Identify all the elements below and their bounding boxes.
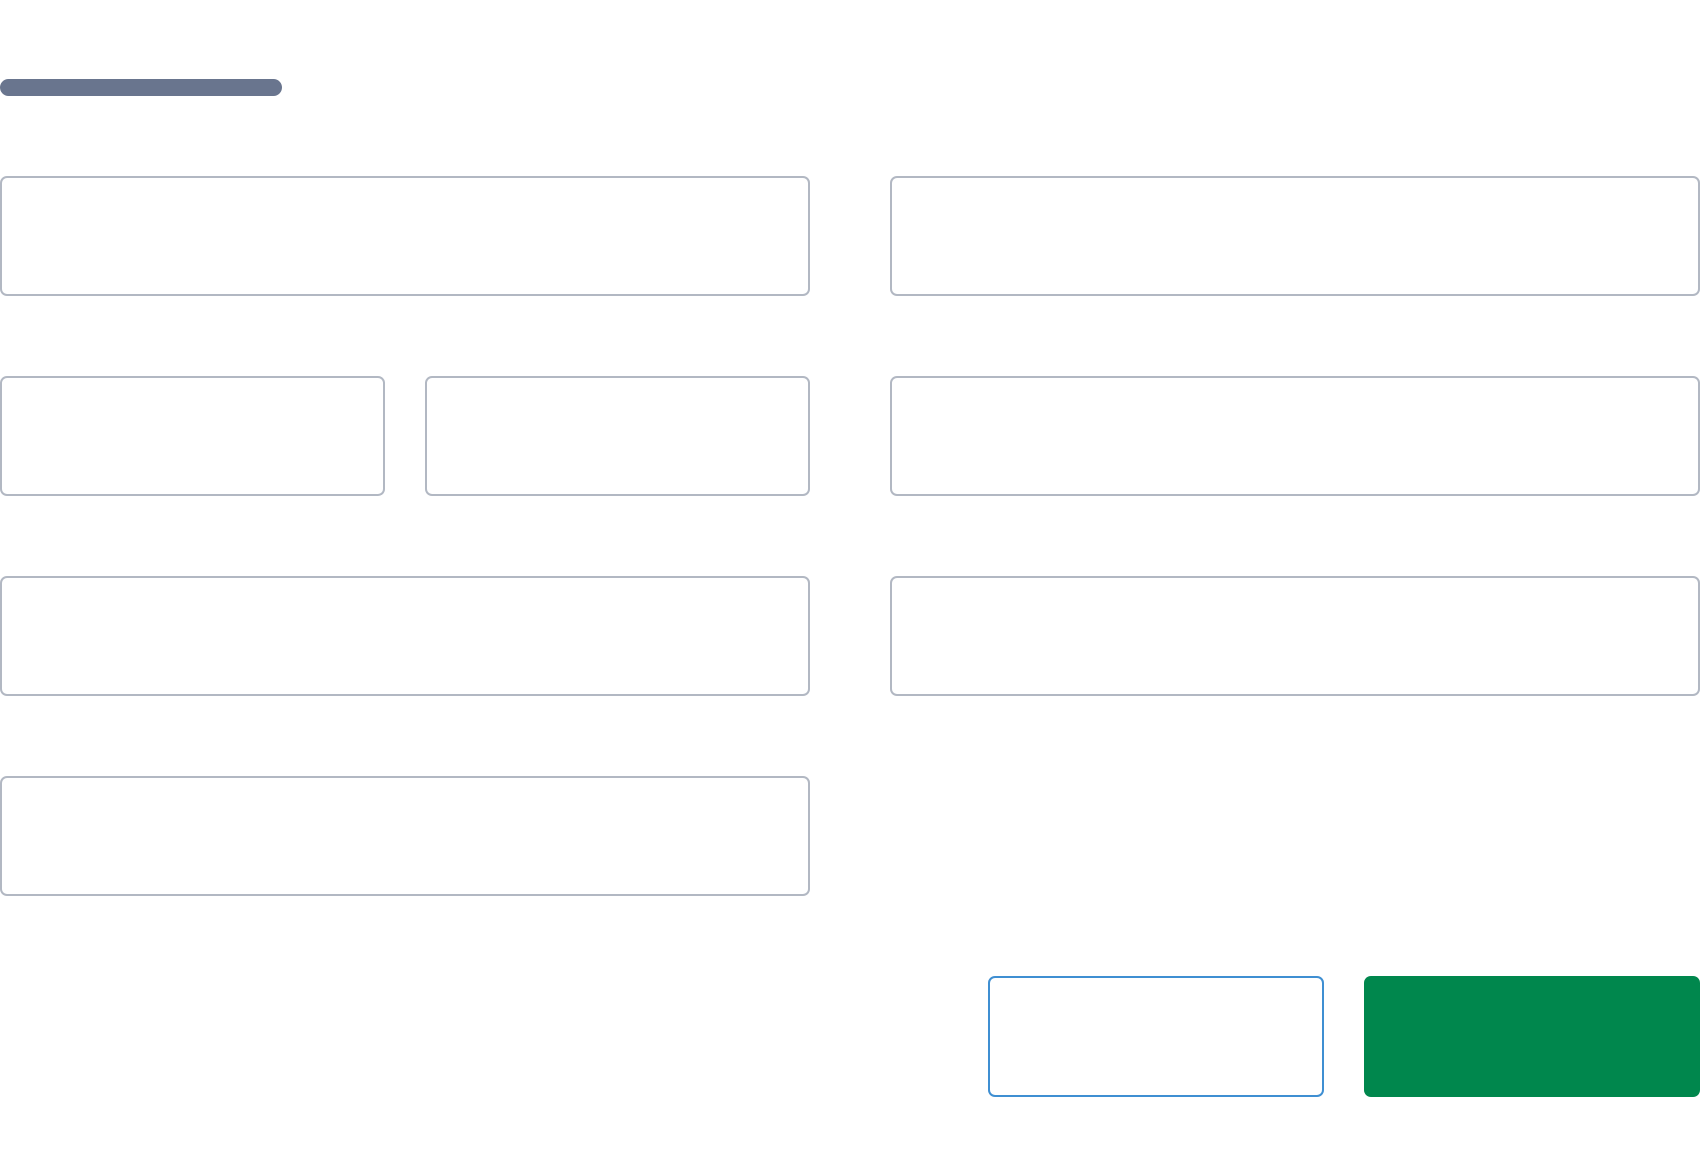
text-field-1[interactable]: [0, 176, 810, 296]
text-field-6[interactable]: [890, 576, 1700, 696]
text-field-1-input[interactable]: [2, 178, 808, 294]
text-field-4-input[interactable]: [892, 378, 1698, 494]
text-field-3b[interactable]: [425, 376, 810, 496]
secondary-button[interactable]: [988, 976, 1324, 1097]
text-field-7[interactable]: [0, 776, 810, 896]
form-heading: [0, 79, 282, 96]
text-field-2[interactable]: [890, 176, 1700, 296]
text-field-4[interactable]: [890, 376, 1700, 496]
text-field-3a[interactable]: [0, 376, 385, 496]
text-field-2-input[interactable]: [892, 178, 1698, 294]
text-field-5[interactable]: [0, 576, 810, 696]
text-field-5-input[interactable]: [2, 578, 808, 694]
text-field-3a-input[interactable]: [2, 378, 383, 494]
text-field-7-input[interactable]: [2, 778, 808, 894]
text-field-6-input[interactable]: [892, 578, 1698, 694]
text-field-3b-input[interactable]: [427, 378, 808, 494]
primary-button[interactable]: [1364, 976, 1700, 1097]
